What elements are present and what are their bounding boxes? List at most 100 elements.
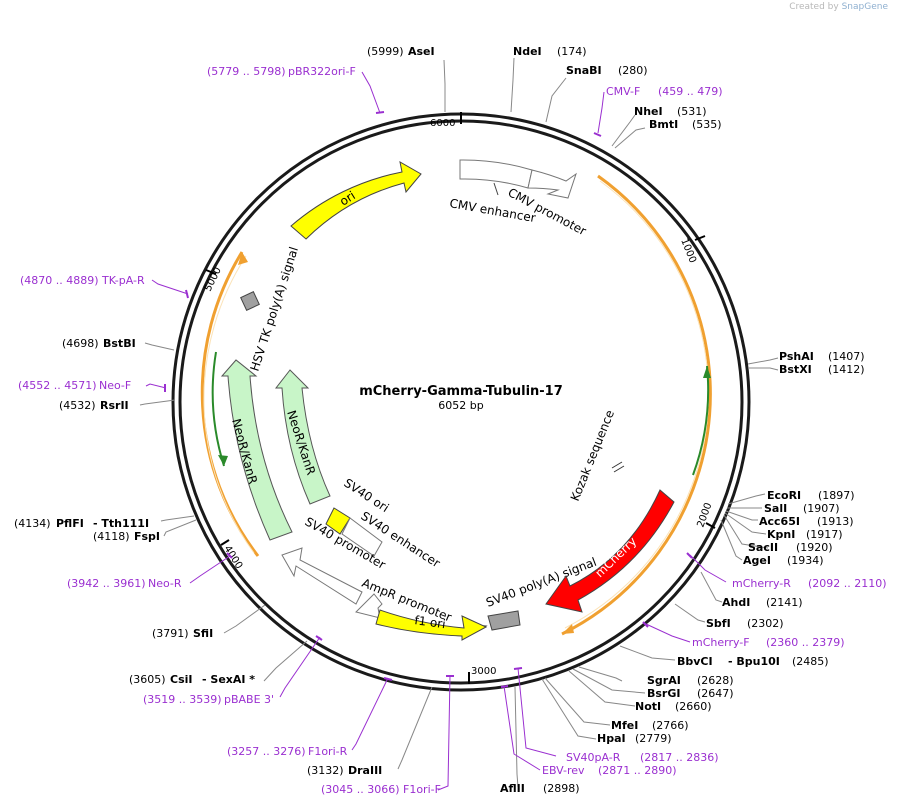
- site-pflfi: PflFI: [56, 517, 84, 530]
- primer-neo-f: Neo-F: [99, 379, 131, 392]
- site-agei: AgeI: [743, 554, 771, 567]
- site-pos-sacii: (1920): [796, 541, 833, 554]
- site-pos-sali: (1907): [803, 502, 840, 515]
- site-draiii: DraIII: [348, 764, 382, 777]
- site-sexai: - SexAI *: [202, 673, 255, 686]
- site-pos-fspi: (4118): [93, 530, 130, 543]
- site-ecori: EcoRI: [767, 489, 801, 502]
- neor-kanr-inner: [274, 369, 331, 505]
- site-pos-bmti: (535): [692, 118, 722, 131]
- primer-range-mcherry-r: (2092 .. 2110): [808, 577, 887, 590]
- site-pos-bbvci: (2485): [792, 655, 829, 668]
- site-hpai: HpaI: [597, 732, 626, 745]
- tick-6000: 6000: [430, 118, 455, 129]
- sv40-polya-box: [487, 610, 521, 631]
- plasmid-size: 6052 bp: [438, 399, 483, 412]
- backbone-ticks: [205, 112, 716, 684]
- primer-pbabe3: pBABE 3': [224, 693, 274, 706]
- site-tth111i: - Tth111I: [93, 517, 149, 530]
- site-pos-rsrii: (4532): [59, 399, 96, 412]
- site-pos-acc65i: (1913): [817, 515, 854, 528]
- hsv-tk-polya-box: [240, 291, 260, 311]
- primer-sv40pa-r: SV40pA-R: [566, 751, 621, 764]
- site-pos-nhei: (531): [677, 105, 707, 118]
- primer-range-cmv-f: (459 .. 479): [658, 85, 723, 98]
- kozak-mark-2: [613, 465, 625, 473]
- primer-neo-r: Neo-R: [148, 577, 182, 590]
- site-pshai: PshAI: [779, 350, 814, 363]
- site-bbvci: BbvCI: [677, 655, 713, 668]
- site-asei: AseI: [408, 45, 435, 58]
- site-pos-snabi: (280): [618, 64, 648, 77]
- site-pos-aflii: (2898): [543, 782, 580, 795]
- orf-arrowhead-2: [238, 252, 248, 265]
- primer-range-mcherry-f: (2360 .. 2379): [766, 636, 845, 649]
- primer-pbr322ori-f: pBR322ori-F: [288, 65, 356, 78]
- tick-1000: 1000: [678, 237, 698, 265]
- ori-arrow: [290, 161, 422, 240]
- primer-ebv-rev: EBV-rev: [542, 764, 585, 777]
- sv40-promoter-arrow: [281, 547, 363, 605]
- primer-mcherry-f: mCherry-F: [692, 636, 750, 649]
- primer-range-tk-pa-r: (4870 .. 4889): [20, 274, 99, 287]
- site-bstbi: BstBI: [103, 337, 136, 350]
- site-pos-pshai: (1407): [828, 350, 865, 363]
- tick-3000: 3000: [471, 666, 496, 677]
- site-kpni: KpnI: [767, 528, 795, 541]
- site-bstxi: BstXI: [779, 363, 812, 376]
- primer-f1ori-f: F1ori-F: [403, 783, 441, 796]
- primer-range-neo-r: (3942 .. 3961): [67, 577, 146, 590]
- site-pos-ndei: (174): [557, 45, 587, 58]
- site-pos-asei: (5999): [367, 45, 404, 58]
- site-sfii: SfiI: [193, 627, 213, 640]
- site-pos-mfei: (2766): [652, 719, 689, 732]
- primer-ticks: [164, 111, 693, 688]
- site-pos-kpni: (1917): [806, 528, 843, 541]
- site-pos-ecori: (1897): [818, 489, 855, 502]
- site-rsrii: RsrII: [100, 399, 129, 412]
- primer-labels: (5779 .. 5798) pBR322ori-F CMV-F (459 ..…: [18, 65, 887, 796]
- site-labels: (5999) AseI NdeI (174) SnaBI (280) NheI …: [14, 45, 865, 795]
- site-pos-csii: (3605): [129, 673, 166, 686]
- site-pos-draiii: (3132): [307, 764, 344, 777]
- site-pos-noti: (2660): [675, 700, 712, 713]
- primer-leaders: [145, 71, 727, 791]
- cmv-enhancer-leader: [493, 182, 499, 196]
- site-bsrgi: BsrGI: [647, 687, 680, 700]
- neor-kanr-outer: [220, 359, 293, 541]
- snapgene-watermark: Created by SnapGene: [789, 2, 888, 12]
- orf-arrowhead-1: [562, 624, 574, 634]
- site-pos-hpai: (2779): [635, 732, 672, 745]
- site-fspi: FspI: [134, 530, 160, 543]
- primer-range-pbr322ori-f: (5779 .. 5798): [207, 65, 286, 78]
- kozak-mark-1: [611, 461, 623, 469]
- plasmid-name: mCherry-Gamma-Tubulin-17: [359, 384, 563, 399]
- site-pos-pflfi: (4134): [14, 517, 51, 530]
- site-pos-bsrgi: (2647): [697, 687, 734, 700]
- feature-hsv-tk-polya: HSV TK poly(A) signal: [248, 245, 301, 373]
- site-bmti: BmtI: [649, 118, 678, 131]
- site-snabi: SnaBI: [566, 64, 602, 77]
- primer-range-neo-f: (4552 .. 4571): [18, 379, 97, 392]
- cmv-promoter-arrow: [527, 169, 577, 199]
- site-leaders: [139, 57, 779, 788]
- primer-cmv-f: CMV-F: [606, 85, 640, 98]
- site-pos-sgrai: (2628): [697, 674, 734, 687]
- site-acc65i: Acc65I: [759, 515, 800, 528]
- site-ndei: NdeI: [513, 45, 542, 58]
- primer-range-pbabe3: (3519 .. 3539): [143, 693, 222, 706]
- sv40-ori-box: [325, 507, 351, 535]
- f1-ori-arrow: [375, 609, 488, 641]
- primer-f1ori-r: F1ori-R: [308, 745, 348, 758]
- site-pos-agei: (1934): [787, 554, 824, 567]
- primer-range-ebv-rev: (2871 .. 2890): [598, 764, 677, 777]
- feature-kozak: Kozak sequence: [568, 408, 617, 503]
- site-aflii: AflII: [500, 782, 525, 795]
- primer-range-f1ori-f: (3045 .. 3066): [321, 783, 400, 796]
- site-csii: CsiI: [170, 673, 192, 686]
- site-sali: SalI: [764, 502, 787, 515]
- orf-arcs: [200, 174, 712, 636]
- site-nhei: NheI: [634, 105, 663, 118]
- cmv-enhancer-arrow: [459, 159, 533, 189]
